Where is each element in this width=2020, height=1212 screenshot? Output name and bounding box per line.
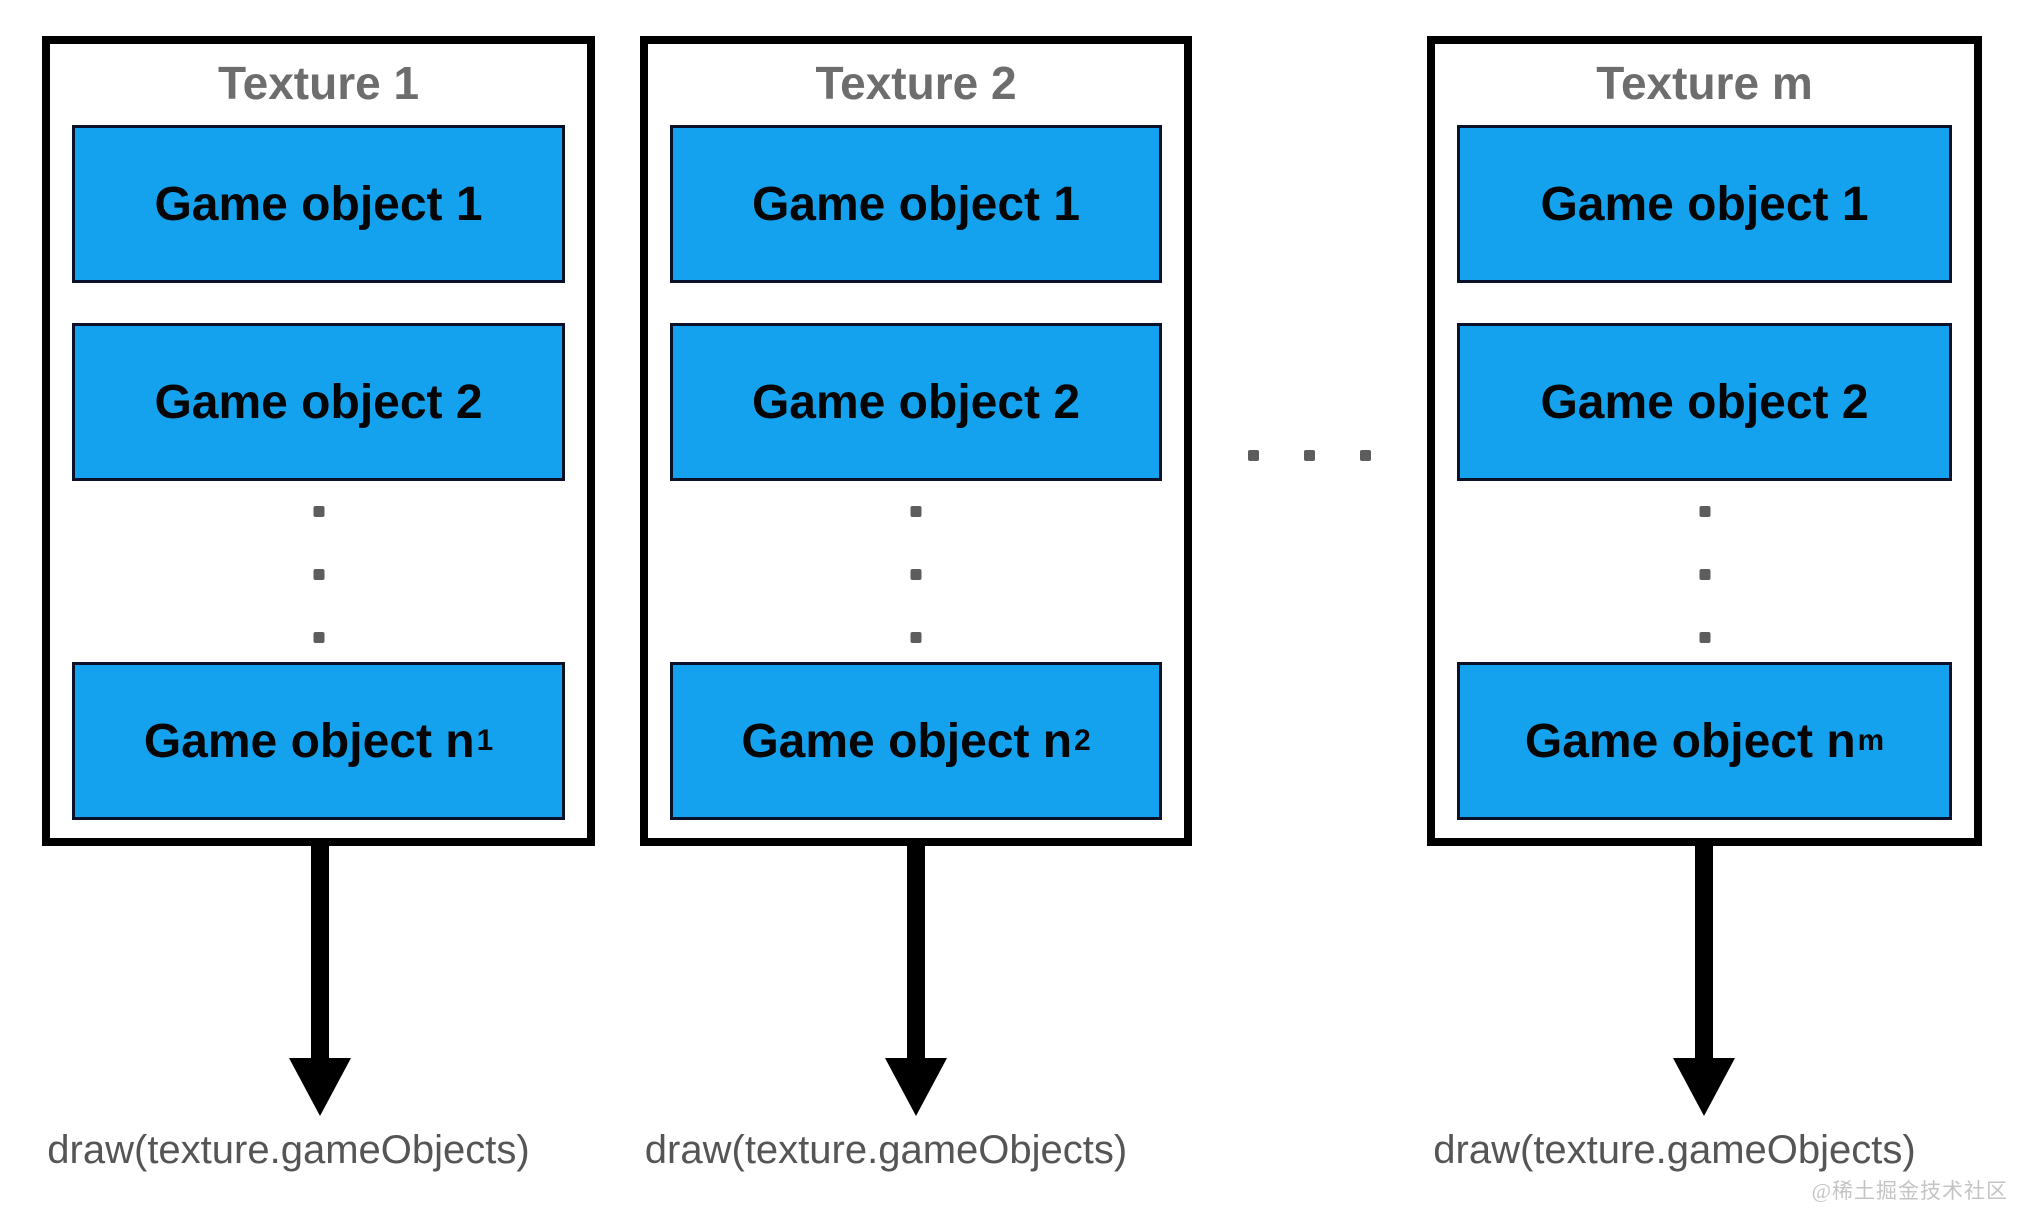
subscript-label: 2 <box>1074 724 1091 757</box>
game-object-label: Game object 1 <box>1540 177 1869 231</box>
game-object-box: Game object 1 <box>72 125 565 283</box>
game-object-box: Game object 1 <box>1457 125 1952 283</box>
game-object-label: Game object n <box>1524 714 1856 768</box>
draw-call-label: draw(texture.gameObjects) <box>644 1128 1128 1172</box>
vertical-ellipsis-icon <box>313 506 324 643</box>
watermark: @稀土掘金技术社区 <box>1811 1179 2008 1203</box>
draw-call-label: draw(texture.gameObjects) <box>1433 1128 1916 1172</box>
game-object-label: Game object 2 <box>154 375 483 429</box>
subscript-label: m <box>1857 724 1885 757</box>
texture-2-frame: Texture 2 Game object 1 Game object 2 Ga… <box>640 36 1192 846</box>
game-object-box: Game object 2 <box>1457 323 1952 481</box>
texture-m-frame: Texture m Game object 1 Game object 2 Ga… <box>1427 36 1982 846</box>
game-object-label: Game object 1 <box>751 177 1081 231</box>
texture-1-frame: Texture 1 Game object 1 Game object 2 Ga… <box>42 36 595 846</box>
arrow-shaft <box>907 846 925 1060</box>
game-object-box: Game object 1 <box>670 125 1162 283</box>
game-object-box: Game object 2 <box>670 323 1162 481</box>
texture-m-title: Texture m <box>1596 57 1813 109</box>
horizontal-ellipsis-icon <box>1248 450 1371 461</box>
game-object-label: Game object n <box>143 714 475 768</box>
arrow-down-icon <box>289 1058 351 1116</box>
subscript-label: 1 <box>476 724 494 757</box>
arrow-shaft <box>1695 846 1713 1060</box>
game-object-box: Game object 2 <box>72 323 565 481</box>
arrow-down-icon <box>885 1058 947 1116</box>
game-object-label: Game object 1 <box>154 177 483 231</box>
vertical-ellipsis-icon <box>910 506 922 643</box>
texture-1-title: Texture 1 <box>217 57 420 109</box>
arrow-down-icon <box>1673 1058 1735 1116</box>
arrow-shaft <box>311 846 329 1060</box>
game-object-label: Game object 2 <box>751 375 1081 429</box>
draw-call-label: draw(texture.gameObjects) <box>47 1128 530 1172</box>
game-object-label: Game object 2 <box>1540 375 1869 429</box>
texture-2-title: Texture 2 <box>815 57 1017 109</box>
game-object-label: Game object n <box>741 714 1073 768</box>
vertical-ellipsis-icon <box>1699 506 1710 643</box>
